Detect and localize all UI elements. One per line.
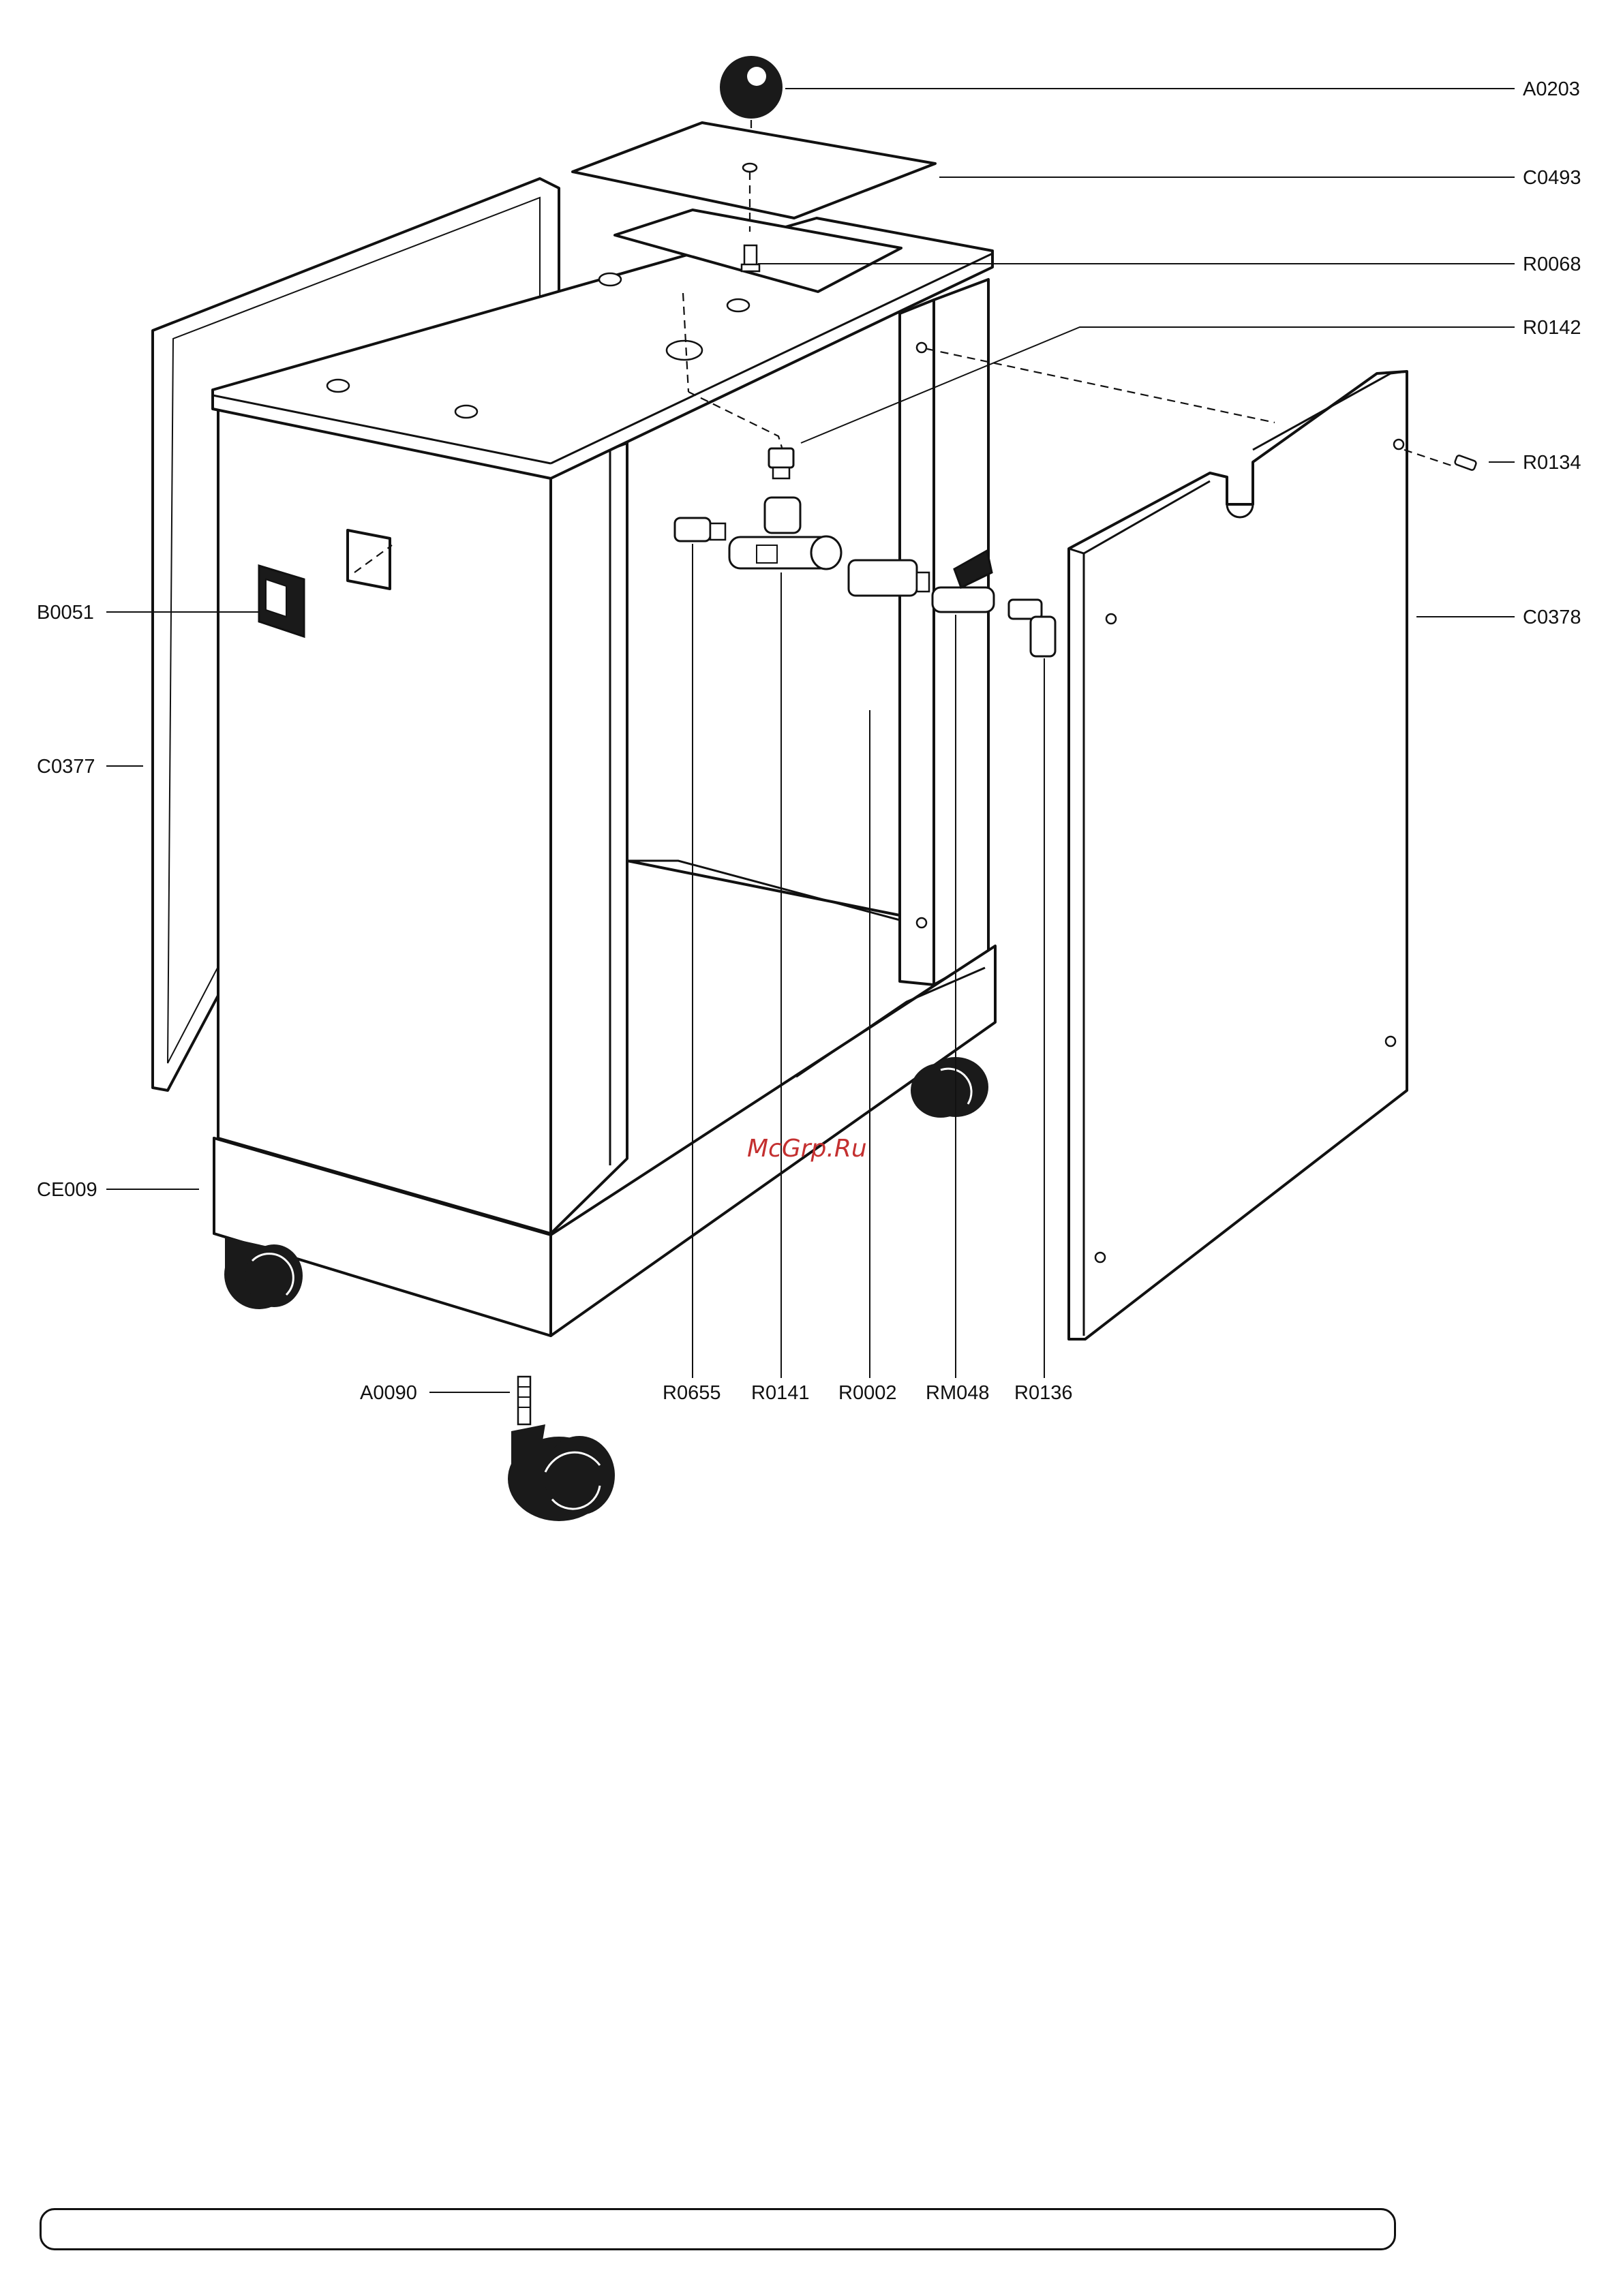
label-r0134: R0134 [1523, 452, 1581, 474]
label-r0136: R0136 [1014, 1382, 1072, 1404]
label-ce009: CE009 [37, 1179, 97, 1201]
label-c0493: C0493 [1523, 167, 1581, 189]
cabinet-body [213, 210, 995, 1336]
lid-plate [573, 123, 935, 232]
label-c0377: C0377 [37, 756, 95, 778]
label-r0655: R0655 [663, 1382, 721, 1404]
side-screw [1404, 450, 1476, 471]
label-rm048: RM048 [926, 1382, 990, 1404]
label-c0378: C0378 [1523, 607, 1581, 628]
label-r0141: R0141 [751, 1382, 809, 1404]
loose-caster [508, 1377, 615, 1521]
label-r0142: R0142 [1523, 317, 1581, 339]
watermark: McGrp.Ru [747, 1135, 867, 1163]
screw [742, 245, 759, 271]
label-r0002: R0002 [838, 1382, 896, 1404]
label-a0203: A0203 [1523, 78, 1580, 100]
label-a0090: A0090 [360, 1382, 417, 1404]
right-side-panel [927, 349, 1407, 1339]
footer-bar [40, 2208, 1396, 2250]
label-b0051: B0051 [37, 602, 94, 624]
label-r0068: R0068 [1523, 254, 1581, 275]
